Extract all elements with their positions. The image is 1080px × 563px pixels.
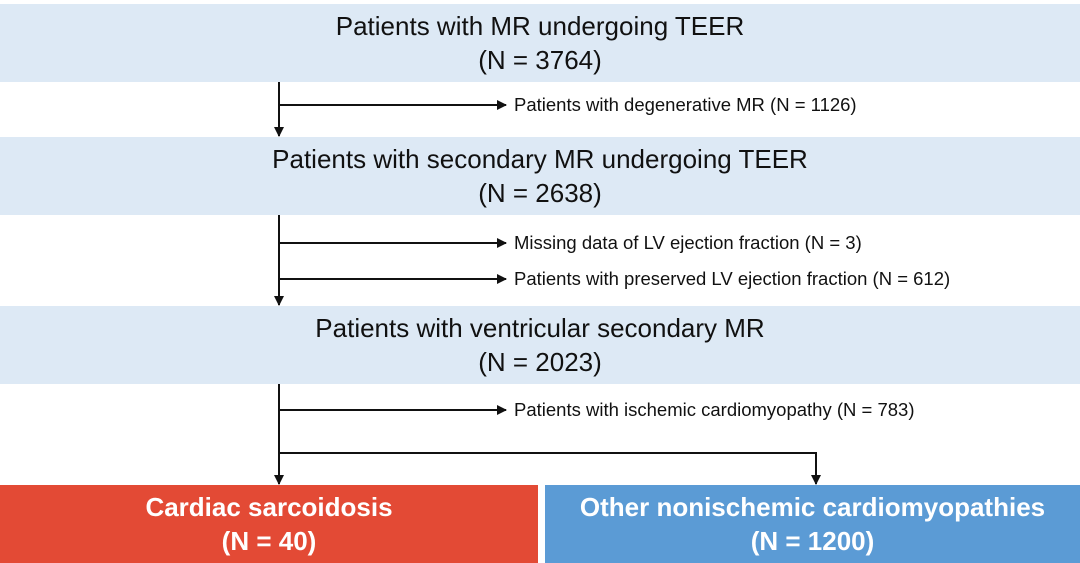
- outcome-box-cardiac-sarcoidosis: Cardiac sarcoidosis (N = 40): [0, 485, 538, 563]
- outcome-title: Other nonischemic cardiomyopathies: [579, 492, 1046, 522]
- stage-title: Patients with secondary MR undergoing TE…: [272, 144, 808, 174]
- exclusion-degenerative-mr: Patients with degenerative MR (N = 1126): [514, 94, 857, 115]
- stage-box-all-mr: Patients with MR undergoing TEER (N = 37…: [0, 4, 1080, 82]
- stage-count: (N = 3764): [478, 45, 602, 75]
- stage-title: Patients with MR undergoing TEER: [335, 11, 745, 41]
- exclusion-preserved-lvef: Patients with preserved LV ejection frac…: [514, 268, 951, 289]
- exclusion-missing-lvef: Missing data of LV ejection fraction (N …: [514, 232, 862, 253]
- stage-count: (N = 2023): [478, 347, 602, 377]
- connector-stage3-to-right-outcome: [279, 452, 821, 485]
- stage-box-secondary-mr: Patients with secondary MR undergoing TE…: [0, 137, 1080, 215]
- outcome-title: Cardiac sarcoidosis: [145, 492, 393, 522]
- stage-box-ventricular-secondary-mr: Patients with ventricular secondary MR (…: [0, 306, 1080, 384]
- stage-count: (N = 2638): [478, 178, 602, 208]
- outcome-count: (N = 1200): [750, 526, 875, 556]
- stage-title: Patients with ventricular secondary MR: [315, 313, 765, 343]
- outcome-box-other-nonischemic: Other nonischemic cardiomyopathies (N = …: [545, 485, 1080, 563]
- outcome-count: (N = 40): [221, 526, 317, 556]
- exclusion-ischemic-cardiomyopathy: Patients with ischemic cardiomyopathy (N…: [514, 399, 915, 420]
